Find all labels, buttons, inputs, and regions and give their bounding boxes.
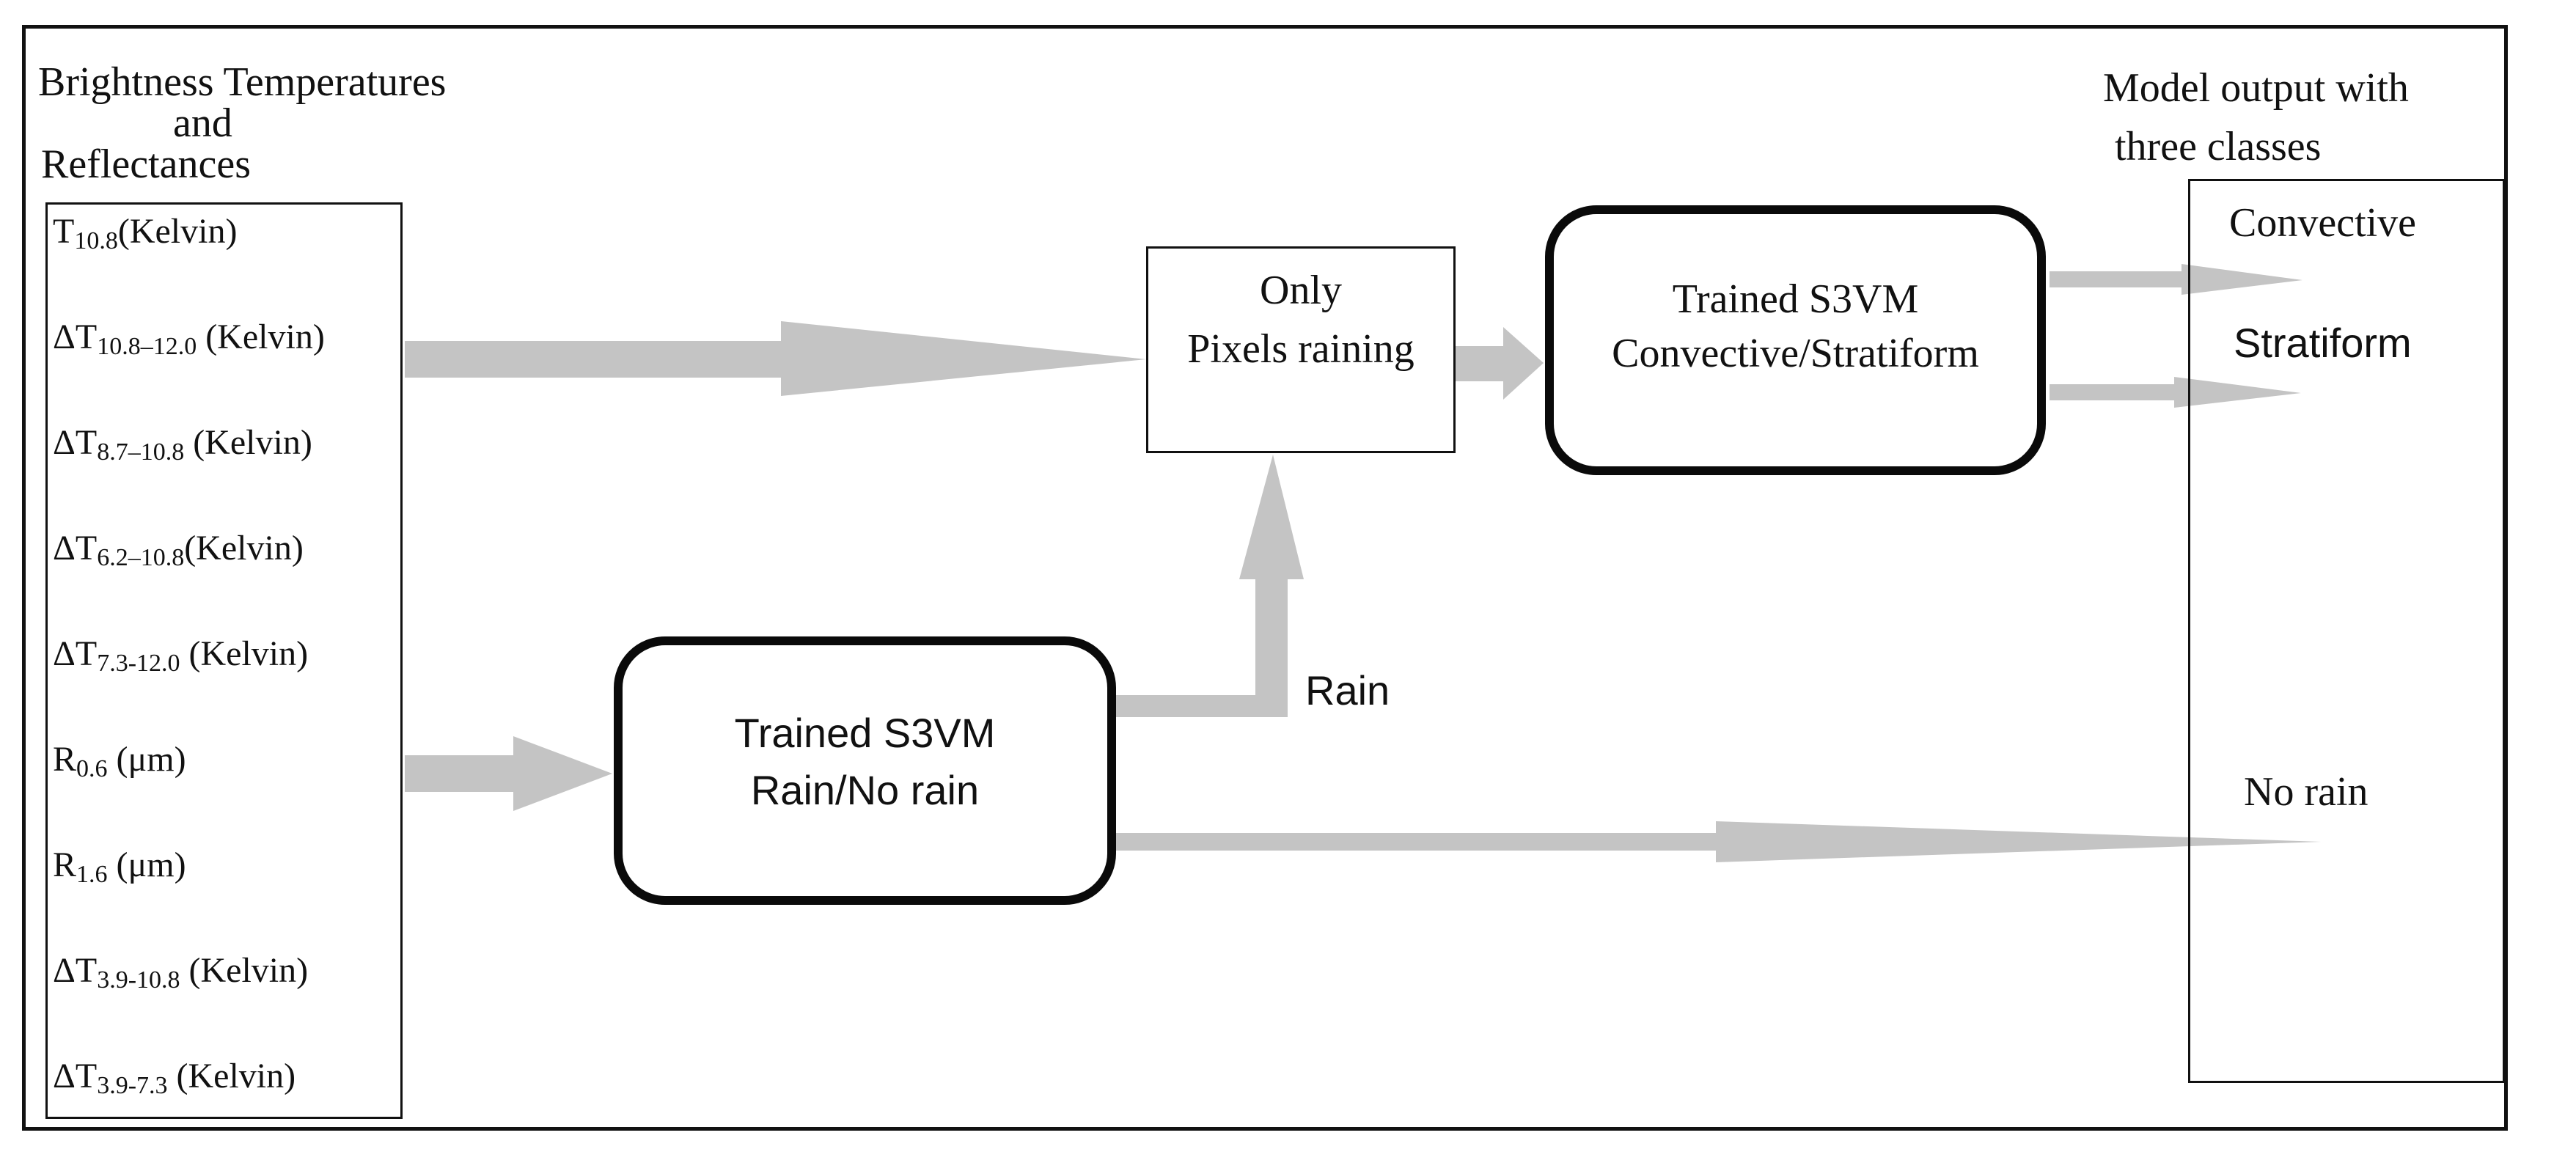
rain-classifier-box <box>614 636 1116 905</box>
input-feature-symbol: ΔT <box>53 1057 98 1095</box>
rain-classifier-line2: Rain/No rain <box>750 767 980 813</box>
input-feature-item: ΔT10.8–12.0 (Kelvin) <box>53 320 325 359</box>
input-feature-item: T10.8(Kelvin) <box>53 214 237 254</box>
input-feature-unit: (Kelvin) <box>167 1057 296 1095</box>
input-feature-item: ΔT3.9-7.3 (Kelvin) <box>53 1059 296 1098</box>
input-feature-unit: (μm) <box>107 845 186 884</box>
input-features-box <box>45 202 403 1119</box>
arrow-rain-to-filter <box>1116 455 1304 717</box>
input-feature-subscript: 1.6 <box>76 861 108 888</box>
input-feature-subscript: 0.6 <box>76 755 108 782</box>
input-feature-unit: (Kelvin) <box>184 423 312 462</box>
input-feature-symbol: T <box>53 212 75 251</box>
input-feature-subscript: 3.9-7.3 <box>97 1072 168 1099</box>
input-feature-item: ΔT7.3-12.0 (Kelvin) <box>53 636 308 676</box>
input-feature-symbol: R <box>53 740 77 779</box>
input-feature-unit: (Kelvin) <box>180 634 309 673</box>
input-title-line2: and <box>173 100 232 146</box>
input-title-line1: Brightness Temperatures <box>38 59 447 105</box>
output-no-rain: No rain <box>2244 769 2368 815</box>
input-feature-subscript: 8.7–10.8 <box>97 438 185 466</box>
output-title-line1: Model output with <box>2103 65 2409 111</box>
output-convective: Convective <box>2229 200 2417 246</box>
arrow-no-rain-output <box>1116 821 2321 862</box>
input-feature-symbol: R <box>53 845 77 884</box>
input-feature-unit: (Kelvin) <box>184 529 304 568</box>
input-feature-subscript: 7.3-12.0 <box>97 650 180 677</box>
input-feature-subscript: 3.9-10.8 <box>97 966 180 994</box>
input-feature-item: ΔT8.7–10.8 (Kelvin) <box>53 425 312 465</box>
filter-box-line2: Pixels raining <box>1187 326 1414 372</box>
model-output-box <box>2188 179 2505 1083</box>
input-feature-symbol: ΔT <box>53 951 98 990</box>
input-feature-subscript: 10.8–12.0 <box>97 333 197 360</box>
input-feature-unit: (Kelvin) <box>197 317 325 356</box>
input-feature-symbol: ΔT <box>53 423 98 462</box>
input-feature-subscript: 6.2–10.8 <box>97 544 185 571</box>
type-classifier-line1: Trained S3VM <box>1672 276 1919 322</box>
arrow-filter-to-classifier <box>1456 327 1544 400</box>
input-feature-unit: (Kelvin) <box>117 212 238 251</box>
input-feature-item: R0.6 (μm) <box>53 742 186 782</box>
pixels-raining-filter-box <box>1146 246 1456 453</box>
input-feature-unit: (Kelvin) <box>180 951 309 990</box>
arrow-to-convective <box>2050 264 2302 295</box>
output-title-line2: three classes <box>2115 124 2322 169</box>
arrow-inputs-to-filter <box>405 321 1146 396</box>
output-stratiform: Stratiform <box>2234 320 2412 366</box>
arrow-to-stratiform <box>2050 377 2301 408</box>
rain-classifier-line1: Trained S3VM <box>734 710 996 756</box>
input-feature-item: ΔT3.9-10.8 (Kelvin) <box>53 953 308 993</box>
arrow-inputs-to-rain-classifier <box>405 736 612 811</box>
input-feature-symbol: ΔT <box>53 634 98 673</box>
input-feature-symbol: ΔT <box>53 529 98 568</box>
type-classifier-line2: Convective/Stratiform <box>1612 331 1979 376</box>
input-feature-item: R1.6 (μm) <box>53 848 186 887</box>
input-feature-symbol: ΔT <box>53 317 98 356</box>
rain-label: Rain <box>1305 667 1390 713</box>
input-feature-unit: (μm) <box>107 740 186 779</box>
input-title-line3: Reflectances <box>41 142 252 187</box>
filter-box-line1: Only <box>1260 268 1342 313</box>
convective-stratiform-classifier-box <box>1545 205 2046 475</box>
input-feature-subscript: 10.8 <box>74 227 118 254</box>
input-feature-item: ΔT6.2–10.8(Kelvin) <box>53 531 304 570</box>
